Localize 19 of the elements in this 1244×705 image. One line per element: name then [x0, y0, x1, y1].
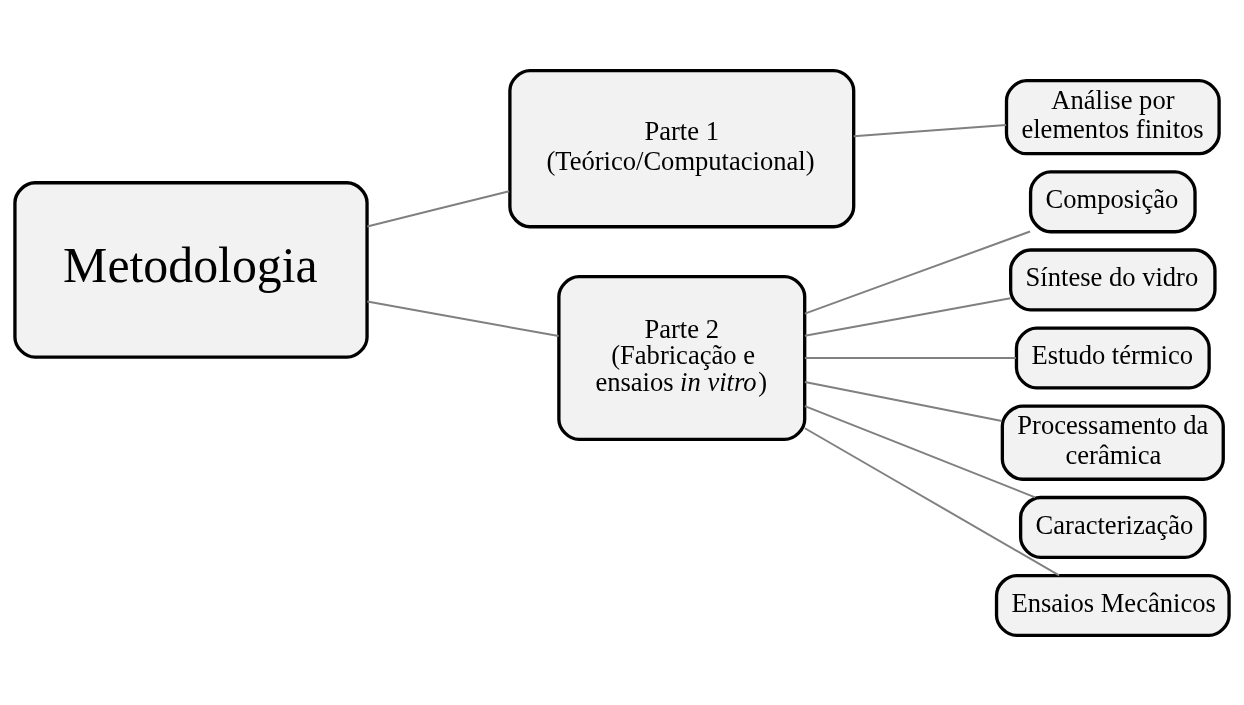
connector: [803, 229, 1032, 315]
connector: [803, 404, 1037, 498]
connector: [803, 380, 1003, 422]
node-box: Síntese do vidro: [1009, 247, 1217, 311]
node-box: Ensaios Mecânicos: [994, 573, 1231, 637]
connector: [803, 426, 1061, 576]
connector: [852, 123, 1008, 137]
node-box: Parte 2 (Fabricação e ensaios in vitro): [557, 274, 807, 441]
node-box: Análise por elementos finitos: [1004, 78, 1221, 155]
node-box: Composição: [1028, 169, 1197, 233]
node-box: Parte 1 (Teórico/Computacional): [508, 68, 856, 228]
connector: [366, 300, 560, 337]
node-box: Estudo térmico: [1014, 325, 1211, 390]
connector: [803, 296, 1012, 337]
node-box: Processamento da cerâmica: [1000, 404, 1225, 481]
node-box: Caracterização: [1018, 495, 1207, 559]
node-box: Metodologia: [13, 180, 369, 359]
connector: [803, 356, 1017, 359]
connector: [366, 189, 511, 227]
